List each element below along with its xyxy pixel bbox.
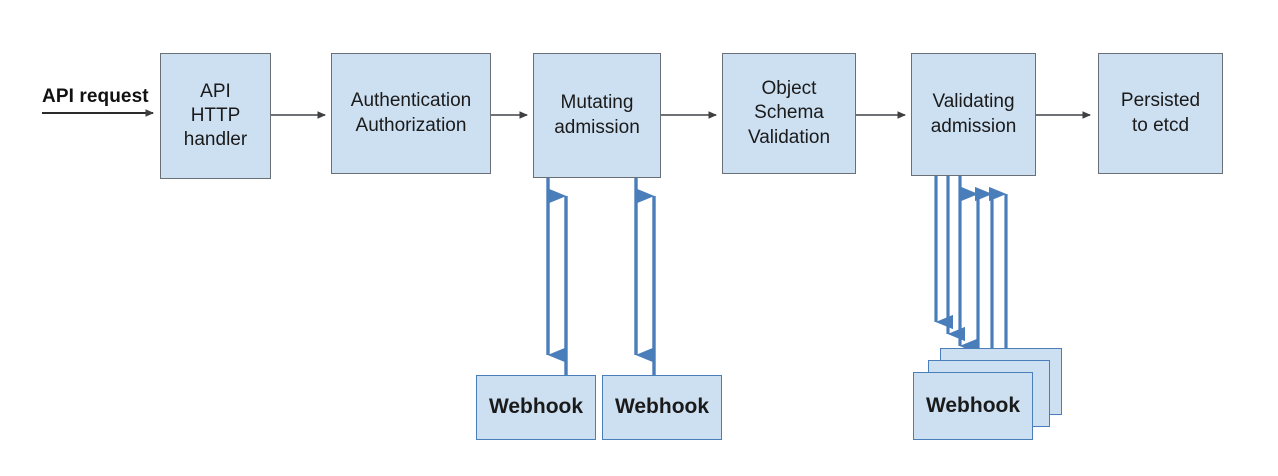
node-mutating-webhook-1[interactable]: Webhook (476, 375, 596, 440)
entry-label: API request (42, 86, 149, 107)
validating-webhook-return-connectors (961, 186, 1008, 372)
node-mutating-webhook-2[interactable]: Webhook (602, 375, 722, 440)
node-persisted-to-etcd[interactable]: Persisted to etcd (1098, 53, 1223, 174)
node-mutating-admission[interactable]: Mutating admission (533, 53, 661, 178)
mutating-webhook-1-connectors (546, 178, 568, 375)
node-validating-webhook-stack-layer-1[interactable]: Webhook (913, 372, 1033, 440)
node-api-http-handler[interactable]: API HTTP handler (160, 53, 271, 179)
node-authentication-authorization[interactable]: Authentication Authorization (331, 53, 491, 174)
node-object-schema-validation[interactable]: Object Schema Validation (722, 53, 856, 174)
mutating-webhook-2-connectors (634, 178, 656, 375)
node-validating-admission[interactable]: Validating admission (911, 53, 1036, 176)
validating-webhook-call-connectors (934, 176, 977, 354)
